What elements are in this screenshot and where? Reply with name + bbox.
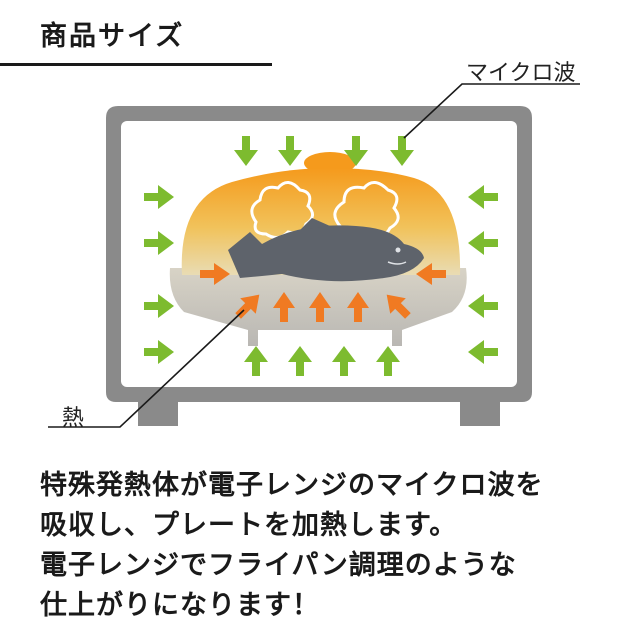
heat-label: 熱 — [62, 400, 84, 432]
description-line: 仕上がりになります！ — [40, 586, 610, 626]
description-line: 吸収し、プレートを加熱します。 — [40, 506, 610, 546]
description-line: 特殊発熱体が電子レンジのマイクロ波を — [40, 466, 610, 506]
microwave-label: マイクロ波 — [466, 55, 576, 87]
description-line: 電子レンジでフライパン調理のような — [40, 546, 610, 586]
product-description: 特殊発熱体が電子レンジのマイクロ波を 吸収し、プレートを加熱します。 電子レンジ… — [40, 466, 610, 626]
